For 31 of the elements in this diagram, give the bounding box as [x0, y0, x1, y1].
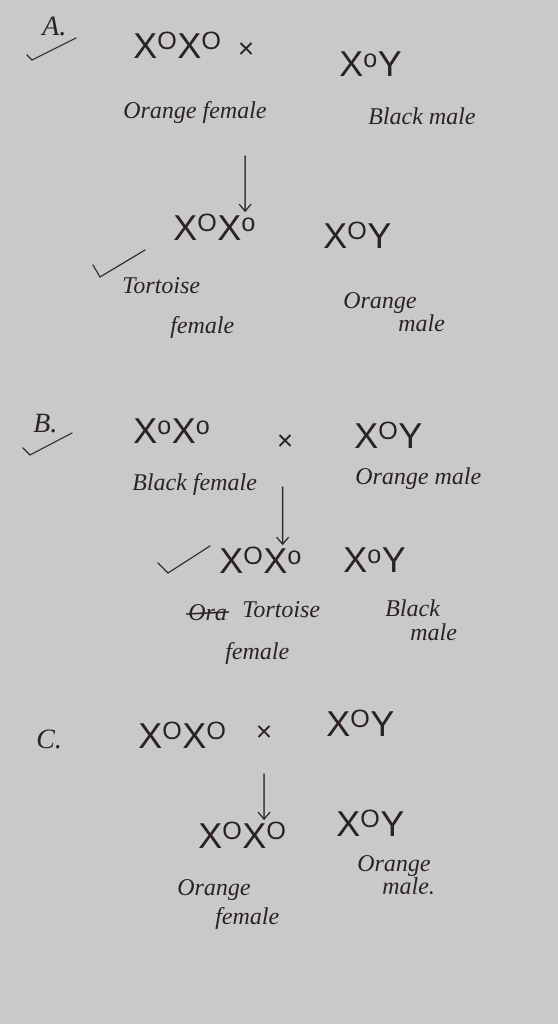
- phenotype-label: Black female: [132, 473, 257, 496]
- arrow: [275, 486, 290, 546]
- genotype-label: X$^{O}$Y: [355, 421, 422, 448]
- genotype-label: X$^{O}$X$^{O}$: [139, 721, 225, 748]
- phenotype-label: Orange male: [356, 467, 481, 490]
- arrow: [238, 155, 252, 213]
- phenotype-label: Orange female: [178, 879, 279, 930]
- genotype-label: X$^{O}$Y: [337, 809, 404, 836]
- genotype-label: X$^{O}$Y: [327, 709, 394, 736]
- multiplication-sign: ×: [239, 42, 253, 55]
- phenotype-label: Black male: [368, 107, 475, 125]
- arrow: [257, 773, 271, 821]
- phenotype-label: Orange male: [344, 292, 445, 332]
- genotype-label: X$^{o}$X$^{o}$: [134, 418, 209, 443]
- phenotype-label: Tortoise female: [123, 277, 234, 339]
- phenotype-label: Tortoise female: [225, 601, 320, 665]
- genotype-label: X$^{O}$X$^{o}$: [220, 546, 301, 573]
- genotype-label: X$^{O}$X$^{o}$: [174, 213, 255, 240]
- genotype-label: X$^{O}$Y: [324, 221, 391, 248]
- genotype-label: X$^{o}$Y: [340, 51, 401, 76]
- section-letter: C.: [37, 729, 60, 749]
- phenotype-label: Orange male.: [358, 855, 433, 895]
- phenotype-label: Black male: [385, 599, 457, 641]
- genotype-label: X$^{O}$X$^{O}$: [199, 821, 285, 848]
- genotype-label: X$^{O}$X$^{O}$: [134, 31, 220, 58]
- phenotype-label: Orange female: [124, 101, 266, 124]
- genotype-label: X$^{o}$Y: [344, 547, 405, 572]
- multiplication-sign: ×: [278, 434, 292, 447]
- section-letter: B.: [33, 413, 55, 433]
- section-letter: A.: [40, 16, 64, 36]
- multiplication-sign: ×: [257, 725, 271, 738]
